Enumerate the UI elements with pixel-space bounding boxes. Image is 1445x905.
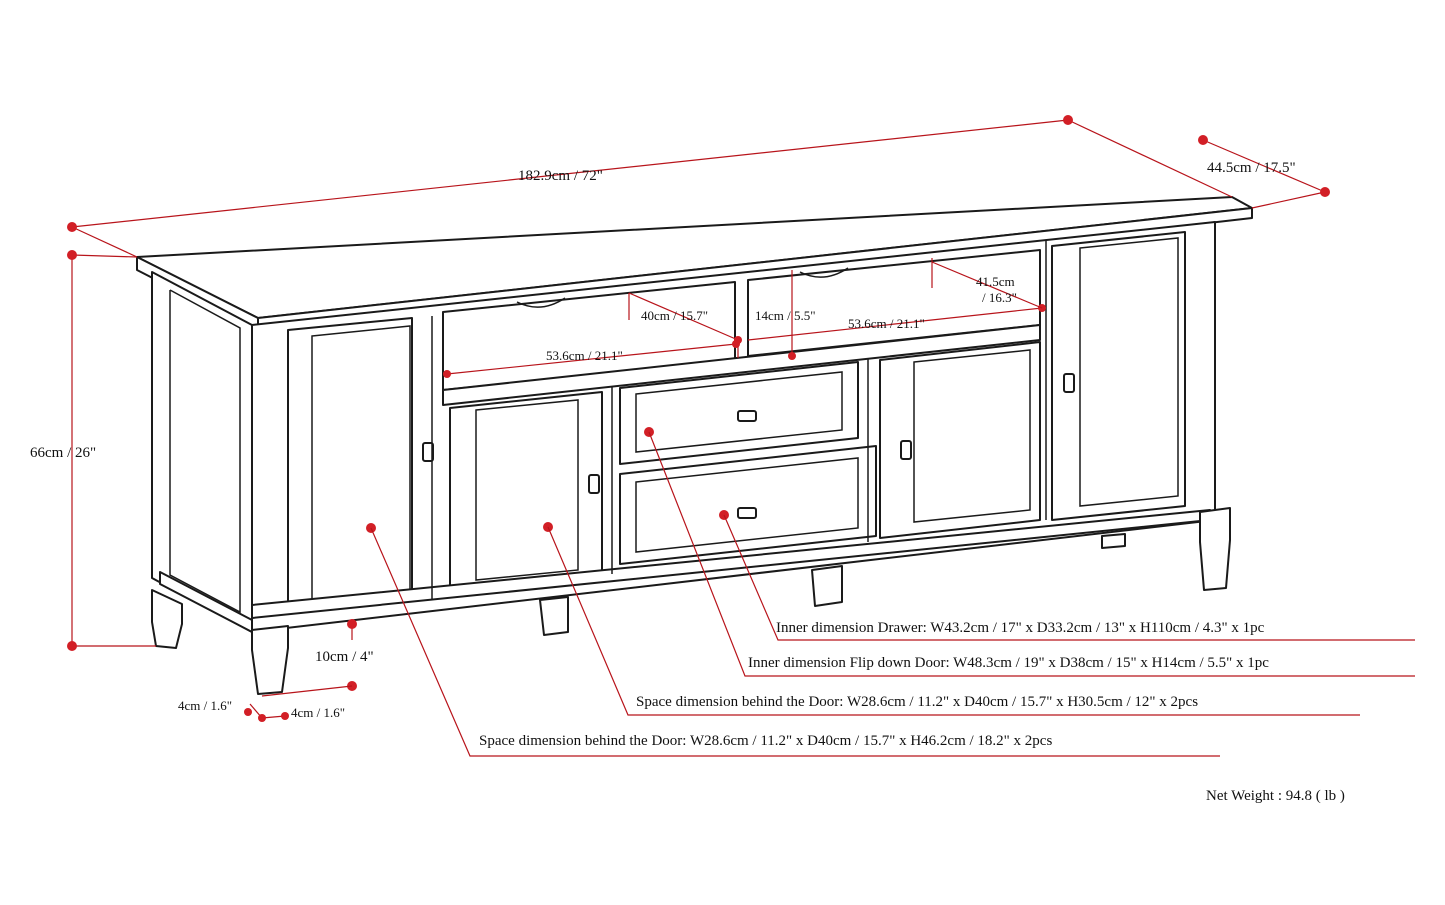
callout-door-large-leader	[370, 527, 1220, 757]
shelf-depth-line	[628, 292, 739, 341]
depth-label: 44.5cm / 17.5"	[1207, 160, 1296, 176]
shelf-width-right-line	[747, 307, 1043, 341]
center-right-door	[879, 341, 1041, 539]
lower-drawer-face	[635, 457, 859, 553]
left-side-inner-frame	[169, 289, 241, 614]
center-right-door-panel	[913, 349, 1031, 523]
front-left-leg	[251, 625, 289, 695]
shelf-depth-label: 40cm / 15.7"	[641, 308, 708, 323]
callout-door-small-text: Space dimension behind the Door: W28.6cm…	[636, 694, 1198, 710]
callout-labels: Inner dimension Drawer: W43.2cm / 17" x …	[479, 620, 1345, 804]
height-dot-top	[67, 250, 77, 260]
callout-drawer-text: Inner dimension Drawer: W43.2cm / 17" x …	[776, 620, 1265, 636]
width-label: 182.9cm / 72"	[518, 168, 603, 184]
width-dimension-line	[71, 119, 1069, 228]
left-door	[287, 317, 413, 611]
middle-leg-right	[811, 565, 843, 607]
inner-depth-label-2: / 16.3"	[982, 290, 1017, 305]
shelf-width-right-label: 53.6cm / 21.1"	[848, 316, 925, 331]
tv-stand-drawing	[136, 196, 1253, 695]
center-left-door-panel	[475, 399, 579, 581]
shelf-width-left-dot-r	[732, 340, 740, 348]
back-right-foot	[1101, 533, 1126, 549]
shelf-width-left-line	[446, 343, 737, 375]
depth-dimension-line	[1202, 139, 1326, 193]
net-weight-label: Net Weight : 94.8 ( lb )	[1206, 788, 1345, 804]
width-extension-left	[71, 226, 138, 258]
shelf-width-left-dot-l	[443, 370, 451, 378]
dimension-labels: 182.9cm / 72" 44.5cm / 17.5" 66cm / 26" …	[30, 160, 1296, 720]
depth-extension	[1251, 191, 1326, 209]
width-dot-right	[1063, 115, 1073, 125]
width-dot-left	[67, 222, 77, 232]
shelf-height-label: 14cm / 5.5"	[755, 308, 816, 323]
dimension-lines	[67, 115, 1415, 757]
leg-width-dot	[244, 708, 252, 716]
leg-depth-dot	[281, 712, 289, 720]
cable-cutout-right	[799, 267, 849, 278]
cable-cutout-left	[516, 297, 566, 308]
leg-depth-label: 4cm / 1.6"	[291, 705, 345, 720]
back-left-leg	[151, 589, 183, 649]
right-door-panel	[1079, 237, 1179, 507]
shelf-height-dot	[788, 352, 796, 360]
depth-dot-top	[1198, 135, 1208, 145]
callout-flipdoor-leader	[648, 431, 1415, 677]
inner-depth-label-1: 41.5cm	[976, 274, 1015, 289]
leg-width-label: 4cm / 1.6"	[178, 698, 232, 713]
leg-width-dot-2	[258, 714, 266, 722]
lower-drawer-handle	[737, 507, 757, 519]
leg-depth-line	[261, 685, 353, 697]
shelf-width-left-label: 53.6cm / 21.1"	[546, 348, 623, 363]
upper-drawer-face	[635, 371, 843, 453]
lower-drawer	[619, 445, 877, 565]
front-right-leg	[1199, 507, 1231, 591]
depth-dot-bottom	[1320, 187, 1330, 197]
leg-clearance-label: 10cm / 4"	[315, 649, 374, 665]
callout-door-small-leader	[547, 526, 1360, 716]
callout-door-large-text: Space dimension behind the Door: W28.6cm…	[479, 733, 1052, 749]
width-extension-right	[1067, 119, 1233, 198]
center-right-door-handle	[900, 440, 912, 460]
right-door	[1051, 231, 1186, 521]
height-dot-bottom	[67, 641, 77, 651]
height-label: 66cm / 26"	[30, 445, 96, 461]
middle-shelf	[442, 324, 1041, 406]
upper-drawer-handle	[737, 410, 757, 422]
inner-depth-line	[931, 261, 1043, 309]
middle-leg-left	[539, 596, 569, 636]
callout-drawer-leader	[723, 514, 1415, 641]
leg-clearance-dot-top	[347, 619, 357, 629]
height-extension-top	[71, 254, 138, 258]
center-left-door	[449, 391, 603, 597]
callout-flipdoor-text: Inner dimension Flip down Door: W48.3cm …	[748, 655, 1269, 671]
left-door-handle	[422, 442, 434, 462]
center-left-door-handle	[588, 474, 600, 494]
right-door-handle	[1063, 373, 1075, 393]
